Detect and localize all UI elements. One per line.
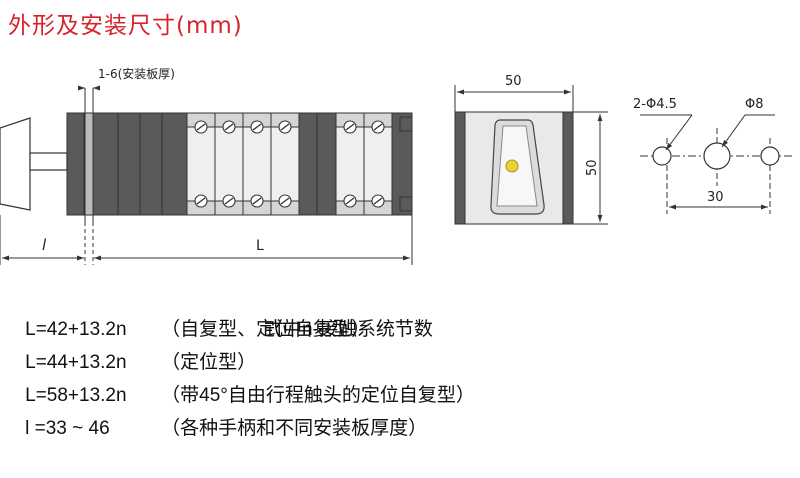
screw-slot (252, 123, 262, 131)
screw-slot (280, 123, 290, 131)
screw-slot (196, 123, 206, 131)
handle-knob (0, 117, 31, 211)
page-title: 外形及安装尺寸(mm) (8, 13, 243, 39)
hole-pattern-view: 2-Φ4.5 Φ8 30 (633, 97, 792, 214)
formula-expression: L=42+13.2n (25, 319, 127, 340)
center-hole (703, 142, 731, 170)
formula-description: （各种手柄和不同安装板厚度） (161, 418, 428, 439)
front-height-label: 50 (585, 159, 600, 176)
formula-expression: l =33 ~ 46 (25, 418, 110, 439)
front-view: 50 50 (454, 74, 608, 225)
small-hole-label: 2-Φ4.5 (633, 97, 677, 112)
dimension-drawing: 1-6(安装板厚) l L 50 50 (0, 66, 792, 265)
formula-description: （定位型） (161, 352, 257, 373)
formula-line-2: L=44+13.2n （定位型） 式中n-接触系统节数 (4, 313, 475, 373)
front-bezel (66, 112, 85, 216)
small-hole-left (652, 146, 672, 166)
handle-shaft (29, 152, 68, 171)
screw-slot (373, 197, 383, 205)
screw-slot (345, 197, 355, 205)
screw-slot (196, 197, 206, 205)
small-hole-right (760, 146, 780, 166)
formula-line-3: L=58+13.2n （带45°自由行程触头的定位自复型） (4, 346, 475, 406)
formula-expression: L=58+13.2n (25, 385, 127, 406)
screw-slot (373, 123, 383, 131)
screw-slot (252, 197, 262, 205)
plate-thickness-label: 1-6(安装板厚) (98, 66, 175, 81)
terminal-screws (194, 120, 385, 208)
indicator-dot (505, 159, 519, 173)
center-hole-label: Φ8 (745, 97, 764, 112)
formula-line-1: L=42+13.2n （自复型、定位自复型） (4, 280, 475, 340)
formula-description: （带45°自由行程触头的定位自复型） (161, 385, 475, 406)
screw-slot (345, 123, 355, 131)
side-view: 1-6(安装板厚) l L (0, 66, 413, 265)
end-cap (391, 112, 413, 216)
handle-length-label: l (42, 236, 47, 254)
hole-spacing-label: 30 (707, 190, 724, 205)
screw-slot (224, 197, 234, 205)
formula-expression: L=44+13.2n (25, 352, 127, 373)
body-length-label: L (256, 238, 264, 254)
front-width-label: 50 (505, 74, 522, 89)
formula-note: 式中n-接触系统节数 (264, 319, 433, 340)
screw-slot (280, 197, 290, 205)
formula-list: L=42+13.2n （自复型、定位自复型） L=44+13.2n （定位型） 式中n… (4, 280, 475, 439)
formula-line-4: l =33 ~ 46 （各种手柄和不同安装板厚度） (4, 379, 475, 439)
formula-description: （自复型、定位自复型） (161, 319, 371, 340)
screw-slot (224, 123, 234, 131)
